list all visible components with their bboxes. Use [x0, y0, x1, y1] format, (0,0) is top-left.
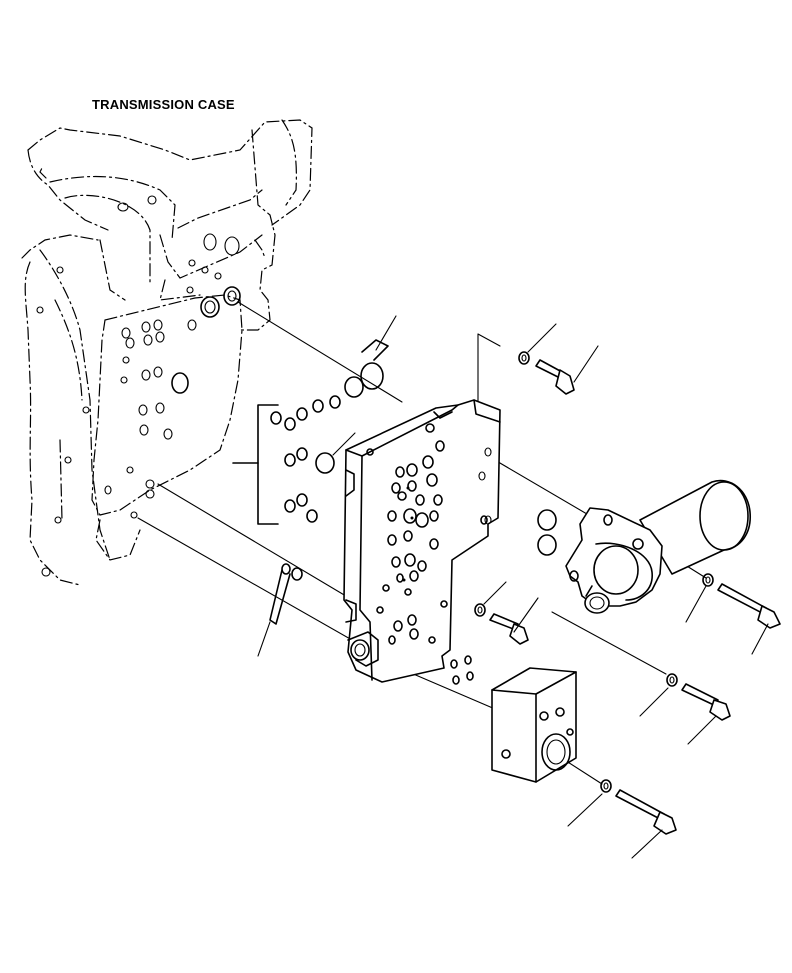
bolt-bottom-icon	[567, 779, 677, 859]
solenoid-o-rings-icon	[537, 509, 557, 556]
transmission-case-icon	[21, 119, 313, 586]
bolt-top-icon	[518, 323, 599, 395]
bolt-right-icon	[685, 573, 781, 655]
valve-body-icon	[343, 399, 501, 685]
o-ring-set-icon	[232, 315, 397, 525]
transmission-case-label: TRANSMISSION CASE	[92, 97, 235, 112]
solenoid-icon	[565, 479, 751, 614]
bolt-lower-icon	[639, 673, 731, 745]
valve-block-icon	[491, 667, 577, 783]
bolt-mid-icon	[474, 581, 539, 645]
pin-icon	[257, 563, 303, 657]
